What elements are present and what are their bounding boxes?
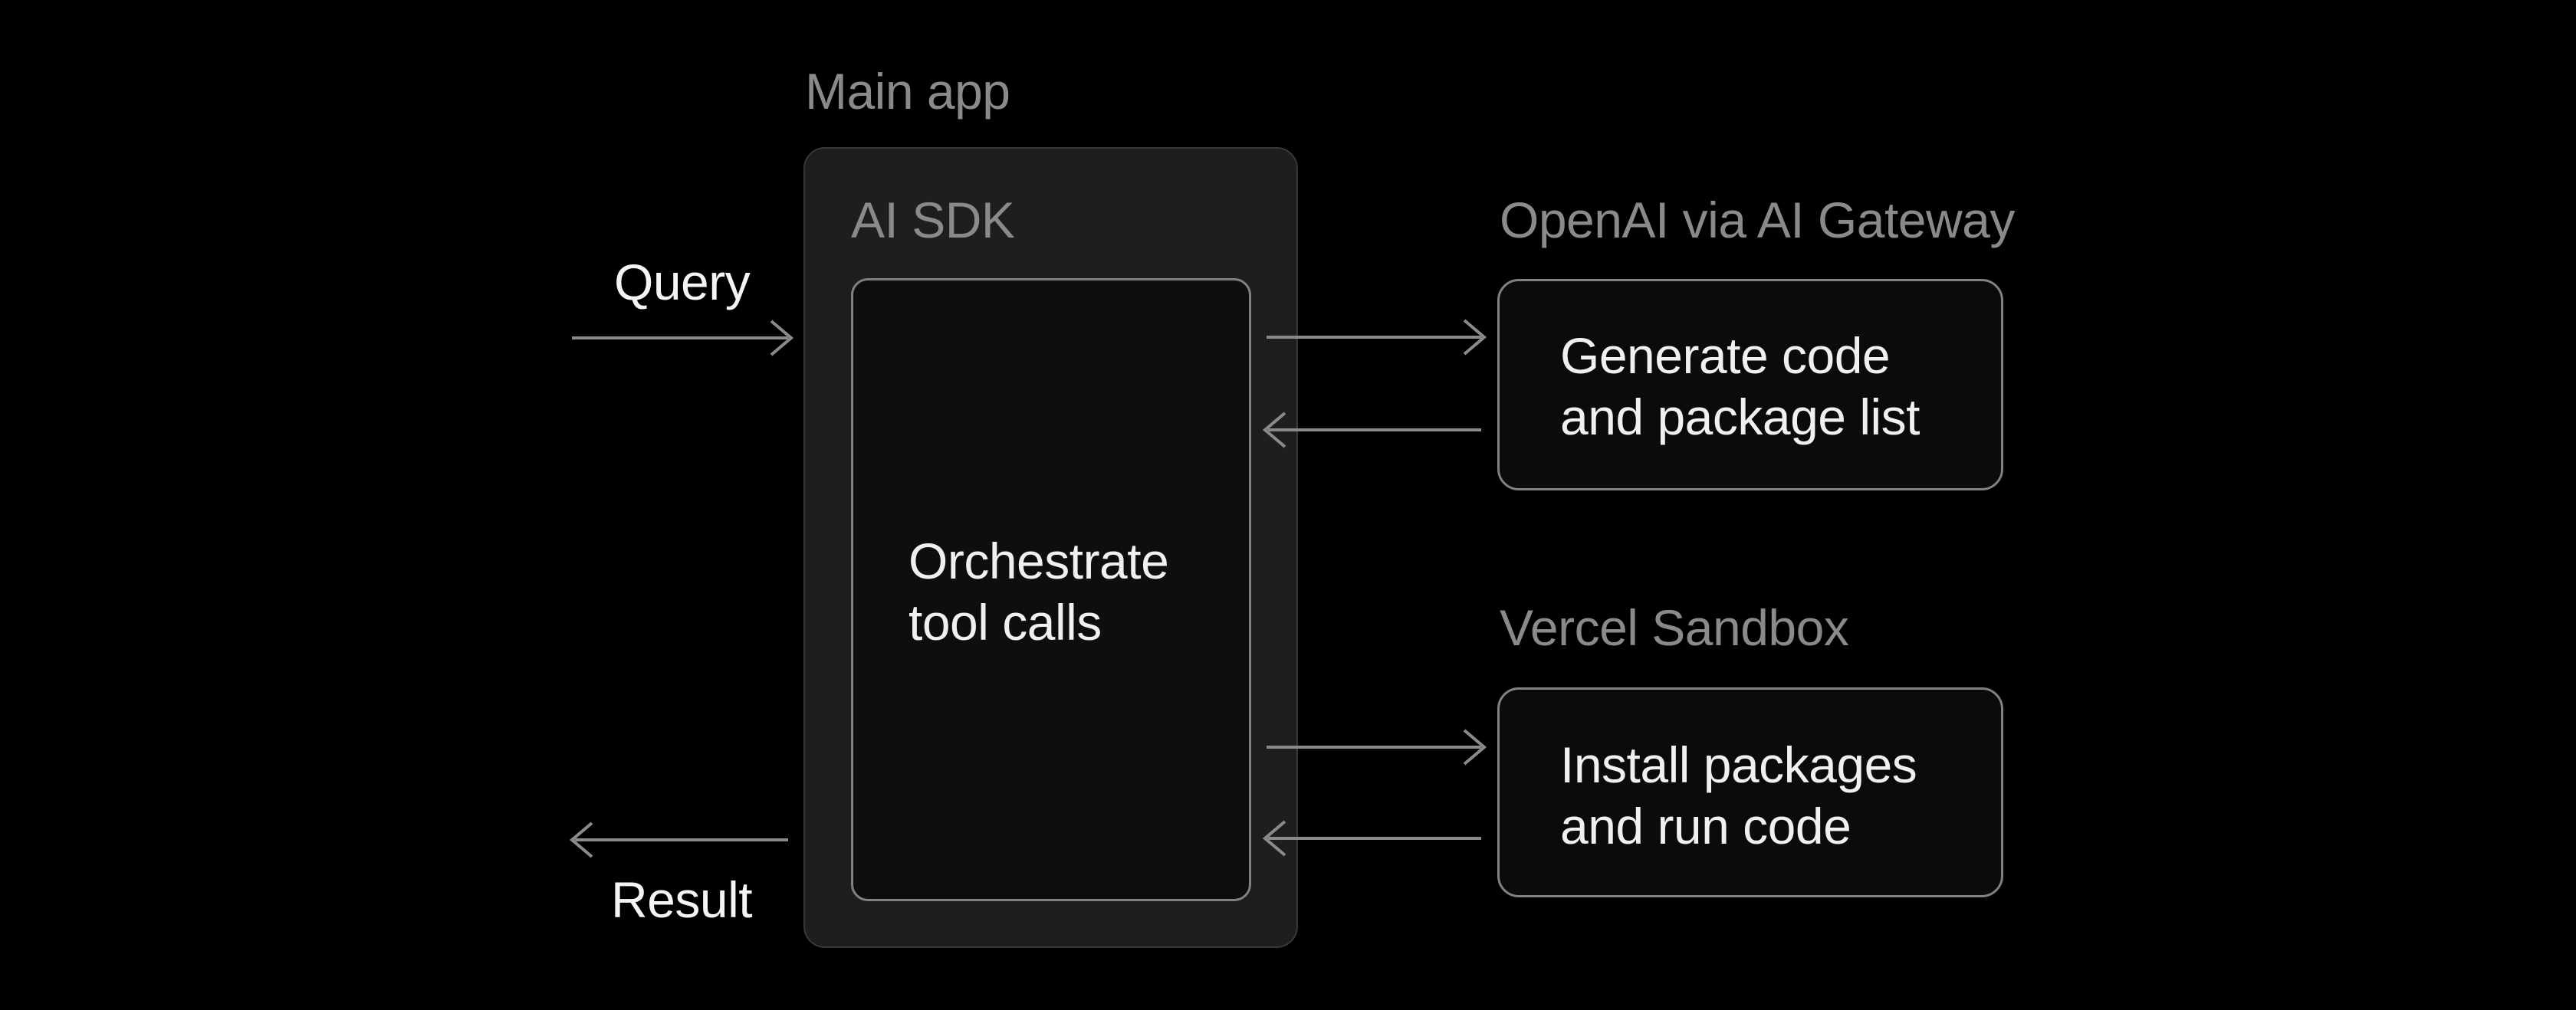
sandbox-task-line1: Install packages — [1560, 736, 1917, 793]
gateway-title: OpenAI via AI Gateway — [1500, 192, 2015, 248]
gateway-task-line1: Generate code — [1560, 327, 1891, 384]
sandbox-task-text: Install packages and run code — [1560, 734, 1917, 857]
main-app-title: Main app — [805, 63, 1010, 120]
result-label: Result — [611, 871, 753, 928]
query-arrow — [572, 320, 794, 356]
sandbox-box — [1497, 687, 2003, 897]
orchestrate-task-line2: tool calls — [909, 594, 1102, 651]
gateway-task-text: Generate code and package list — [1560, 325, 1921, 448]
orchestrate-box — [851, 278, 1251, 901]
gateway-request-arrow — [1267, 319, 1487, 356]
result-arrow — [569, 821, 788, 858]
sandbox-title: Vercel Sandbox — [1500, 599, 1849, 656]
orchestrate-task-text: Orchestrate tool calls — [909, 530, 1169, 653]
gateway-task-line2: and package list — [1560, 389, 1921, 445]
ai-sdk-label: AI SDK — [851, 192, 1015, 248]
sandbox-request-arrow — [1267, 729, 1487, 766]
query-label: Query — [614, 254, 751, 310]
orchestrate-task-line1: Orchestrate — [909, 533, 1169, 589]
gateway-box — [1497, 279, 2003, 490]
sandbox-task-line2: and run code — [1560, 798, 1852, 854]
